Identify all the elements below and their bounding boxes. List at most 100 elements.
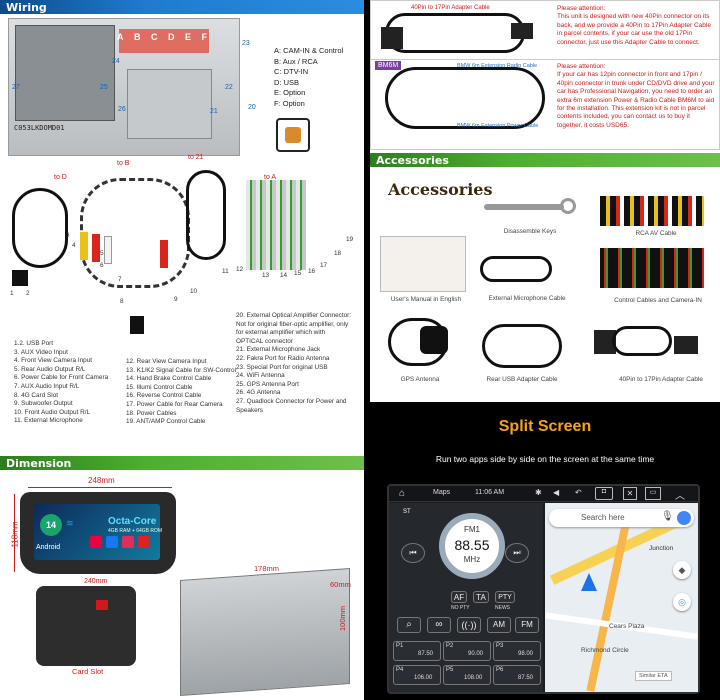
- list-item: 21. External Microphone Jack: [236, 346, 321, 354]
- adapter-panel: 40Pin to 17Pin Adapter Cable Please atte…: [370, 0, 720, 150]
- list-item: 12. Rear View Camera Input: [126, 358, 207, 365]
- list-item: 7. AUX Audio Input R/L: [14, 382, 80, 390]
- port-e-label: E: [184, 32, 191, 42]
- mic-icon[interactable]: 🎙: [661, 511, 674, 522]
- home-icon[interactable]: ⌂: [399, 488, 406, 499]
- callout-10: 10: [190, 288, 198, 295]
- list-item: 14. Hand Brake Control Cable: [126, 375, 212, 383]
- android-label: Android: [36, 544, 61, 551]
- account-avatar[interactable]: [677, 511, 691, 525]
- ta-toggle[interactable]: TA: [473, 591, 489, 603]
- width-248-label: 248mm: [88, 476, 115, 485]
- legend-c: C: DTV-IN: [274, 67, 309, 76]
- callout-14: 14: [280, 272, 288, 279]
- adapter-note-2: Please attention: If your car has 12pin …: [557, 63, 717, 130]
- wifi-icon: ≋: [66, 518, 74, 528]
- port-list-left: 1.2. USB Port 3. AUX Video Input 4. Fron…: [14, 340, 124, 426]
- search-icon[interactable]: ⌕: [397, 617, 421, 633]
- usb-plug-icon: [12, 270, 28, 286]
- multitask-icon[interactable]: ▭: [645, 487, 661, 500]
- callout-9: 9: [174, 296, 178, 303]
- rca-white-plug: [104, 236, 112, 264]
- list-item: 1.2. USB Port: [14, 340, 54, 347]
- callout-7: 7: [118, 276, 122, 283]
- bluetooth-icon: ✱: [535, 488, 542, 497]
- sim-slot-icon: [130, 316, 144, 334]
- callout-12: 12: [236, 266, 244, 273]
- map-pane[interactable]: Search here 🎙 Junction ◆ ◎ Cears Plaza R…: [545, 503, 698, 692]
- list-item: 9. Subwoofer Output: [14, 400, 73, 408]
- back-icon[interactable]: ↶: [575, 488, 582, 497]
- am-button[interactable]: AM: [487, 617, 511, 633]
- preset-freq: 106.00: [414, 675, 433, 681]
- list-item: 22. Fakra Port for Radio Antenna: [236, 354, 330, 362]
- 17pin-connector-icon: [381, 27, 403, 49]
- port-c-label: C: [150, 32, 158, 42]
- list-item: 6. Power Cable for Front Camera: [14, 374, 109, 382]
- collapse-icon[interactable]: ︿: [675, 491, 685, 502]
- callout-16: 16: [308, 268, 316, 275]
- height-100-label: 100mm: [338, 605, 348, 632]
- 40pin-connector-icon: [511, 23, 533, 39]
- loop-icon[interactable]: ∞: [427, 617, 451, 633]
- antenna-icon[interactable]: ((·)): [457, 617, 481, 633]
- radio-ext-label: BMW 6m Extension Radio Cable: [457, 63, 538, 69]
- card-slot-image: [36, 586, 136, 666]
- legend-b: B: Aux / RCA: [274, 56, 318, 66]
- split-title: Split Screen: [498, 418, 592, 435]
- volume-icon[interactable]: ◀: [553, 488, 560, 497]
- list-item: 19. ANT/AMP Control Cable: [126, 418, 206, 426]
- callout-5: 5: [100, 250, 104, 257]
- head-unit-side-image: [180, 568, 350, 696]
- compass-icon[interactable]: ◆: [673, 561, 691, 579]
- adapter-cable-image: [385, 13, 525, 53]
- map-search-bar[interactable]: Search here 🎙: [549, 509, 694, 527]
- port-27: 27: [12, 84, 20, 91]
- usb-cable-image: [12, 188, 68, 268]
- port-legend: A: CAM-IN & Control B: Aux / RCA C: DTV-…: [274, 46, 343, 109]
- depth-60-label: 60mm: [330, 580, 351, 589]
- port-23: 23: [242, 40, 250, 47]
- preset-freq: 90.00: [468, 651, 484, 657]
- item-label: RCA AV Cable: [635, 230, 677, 237]
- octa-core-label: Octa-Core: [108, 516, 157, 527]
- item-label: Rear USB Adapter Cable: [486, 376, 558, 383]
- af-toggle[interactable]: AF: [451, 591, 467, 603]
- seek-forward-button[interactable]: ⏭: [505, 543, 529, 563]
- spec-label: 4GB RAM + 64GB ROM: [108, 528, 163, 534]
- fm-button[interactable]: FM: [515, 617, 539, 633]
- location-icon[interactable]: ◎: [673, 593, 691, 611]
- power-ext-label: BMW 6m Extension Power Cable: [457, 123, 539, 129]
- app-title: Maps: [433, 489, 451, 496]
- legend-f: F: Option: [274, 98, 305, 108]
- android-badge: 14: [40, 514, 62, 536]
- callout-2: 2: [26, 290, 30, 297]
- port-b-label: B: [133, 32, 141, 42]
- callout-3: 3: [66, 232, 70, 239]
- list-item: 16. Reverse Control Cable: [126, 392, 202, 400]
- screenshot-icon[interactable]: ◘: [595, 487, 613, 500]
- width-line: [28, 487, 172, 488]
- list-item: 24. WiFi Antenna: [236, 372, 285, 380]
- optical-port-icon: [276, 118, 310, 152]
- card-slot-label: Card Slot: [72, 667, 104, 676]
- close-icon[interactable]: ✕: [623, 487, 637, 500]
- seek-back-button[interactable]: ⏮: [401, 543, 425, 563]
- item-label: GPS Antenna: [400, 376, 440, 383]
- height-line: [14, 494, 15, 572]
- pty-toggle[interactable]: PTY: [495, 591, 515, 603]
- list-item: 8. 4G Card Slot: [14, 391, 59, 399]
- mic-cable-image: [186, 170, 226, 260]
- callout-6: 6: [100, 262, 104, 269]
- depth-240-label: 240mm: [84, 578, 108, 585]
- adapter-cable-label: 40Pin to 17Pin Adapter Cable: [411, 5, 490, 11]
- rca-cable-image: [80, 178, 190, 288]
- rca-yellow-plug: [80, 232, 88, 260]
- preset-number: P6: [496, 667, 504, 673]
